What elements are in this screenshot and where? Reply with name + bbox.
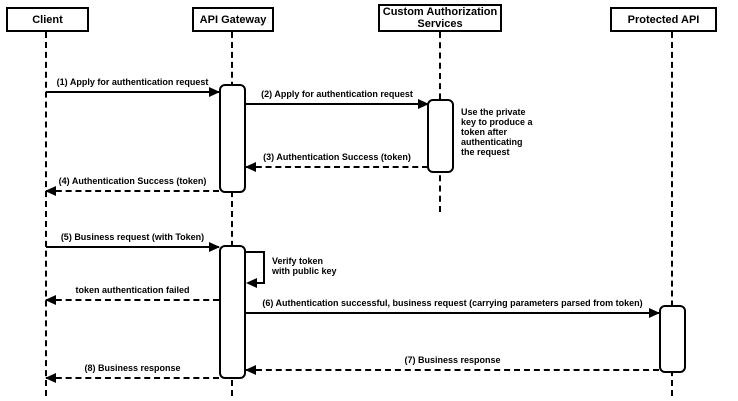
message-4-auth-success: (4) Authentication Success (token): [45, 172, 219, 196]
message-8-business-response: (8) Business response: [45, 359, 219, 383]
arrowhead-left-icon: [245, 365, 256, 375]
participant-custom-auth-services: Custom Authorization Services: [378, 4, 502, 32]
arrowhead-right-icon: [209, 242, 220, 252]
lifeline-protected-api: [671, 32, 673, 396]
message-4-label: (4) Authentication Success (token): [58, 176, 207, 186]
message-token-auth-failed: token authentication failed: [45, 281, 219, 305]
lifeline-client: [45, 32, 47, 396]
participant-api-gateway-label: API Gateway: [199, 13, 267, 26]
message-1-apply-auth: (1) Apply for authentication request: [46, 73, 220, 97]
arrowhead-right-icon: [209, 87, 220, 97]
participant-client-label: Client: [32, 13, 63, 26]
message-3-line: [246, 166, 428, 168]
message-8-label: (8) Business response: [84, 363, 181, 373]
self-message-bottom-segment: [255, 282, 265, 284]
participant-protected-api-label: Protected API: [627, 13, 700, 26]
activation-protected-api: [659, 305, 686, 373]
note-private-key: Use the private key to produce a token a…: [461, 107, 533, 157]
activation-custom-auth-services: [427, 99, 454, 173]
message-4-line: [46, 190, 219, 192]
activation-api-gateway-auth: [219, 84, 246, 193]
arrowhead-left-icon: [45, 295, 56, 305]
message-token-auth-failed-line: [46, 299, 219, 301]
message-7-line: [246, 369, 659, 371]
message-6-line: [246, 312, 659, 314]
arrowhead-left-icon: [246, 278, 257, 288]
participant-custom-auth-services-label: Custom Authorization Services: [382, 6, 498, 30]
arrowhead-right-icon: [418, 99, 429, 109]
message-8-line: [46, 377, 219, 379]
self-message-top-segment: [246, 251, 265, 253]
arrowhead-left-icon: [45, 373, 56, 383]
message-7-business-response: (7) Business response: [245, 351, 659, 375]
arrowhead-left-icon: [245, 162, 256, 172]
participant-client: Client: [6, 7, 89, 32]
message-2-line: [246, 103, 428, 105]
message-token-auth-failed-label: token authentication failed: [75, 285, 190, 295]
message-2-apply-auth: (2) Apply for authentication request: [246, 85, 429, 109]
arrowhead-right-icon: [649, 308, 660, 318]
message-1-label: (1) Apply for authentication request: [56, 77, 209, 87]
message-1-line: [46, 91, 219, 93]
message-5-label: (5) Business request (with Token): [60, 232, 205, 242]
self-message-label: Verify token with public key: [272, 256, 337, 276]
lifeline-api-gateway: [231, 32, 233, 396]
participant-protected-api: Protected API: [610, 7, 717, 32]
message-7-label: (7) Business response: [404, 355, 501, 365]
message-3-auth-success: (3) Authentication Success (token): [245, 148, 428, 172]
message-2-label: (2) Apply for authentication request: [261, 89, 413, 99]
message-5-business-request: (5) Business request (with Token): [46, 228, 220, 252]
message-3-label: (3) Authentication Success (token): [263, 152, 411, 162]
self-message-right-segment: [263, 251, 265, 284]
message-6-label: (6) Authentication successful, business …: [262, 298, 643, 308]
activation-api-gateway-business: [219, 245, 246, 379]
message-5-line: [46, 246, 219, 248]
participant-api-gateway: API Gateway: [192, 7, 274, 32]
message-6-auth-successful-business-request: (6) Authentication successful, business …: [246, 294, 660, 318]
arrowhead-left-icon: [45, 186, 56, 196]
